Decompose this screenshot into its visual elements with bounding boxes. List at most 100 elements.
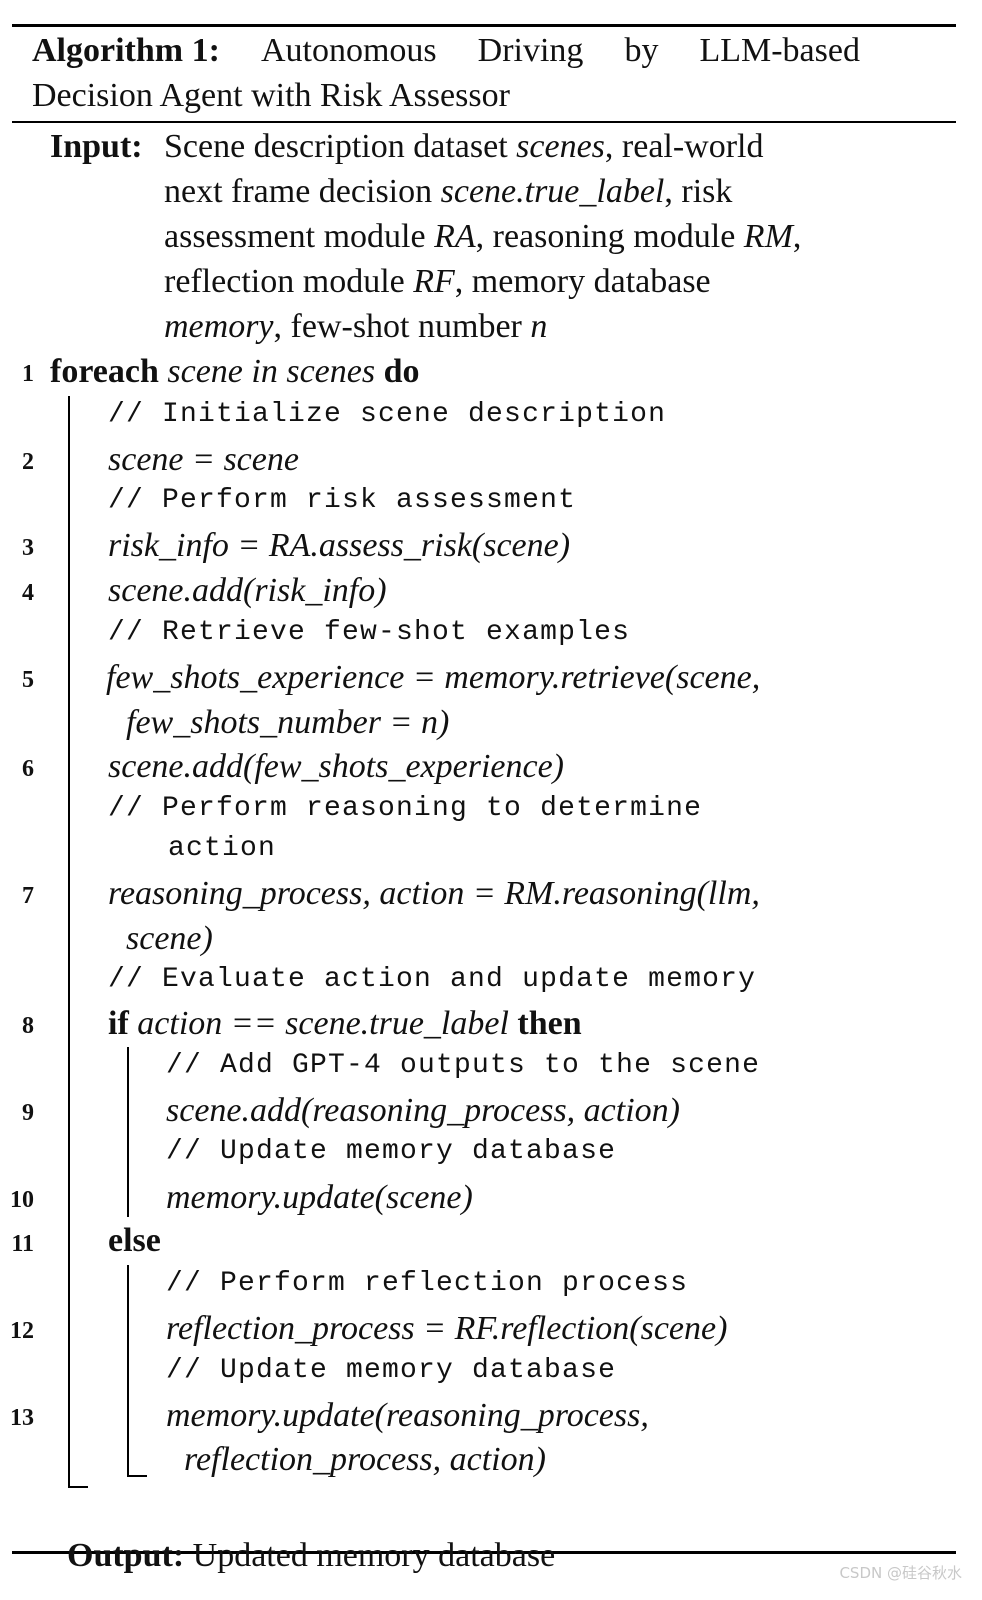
line-number: 10 <box>10 1187 34 1213</box>
top-rule <box>12 24 956 27</box>
title-line-2: Decision Agent with Risk Assessor <box>32 77 510 114</box>
step-7: reasoning_process, action = RM.reasoning… <box>108 877 760 911</box>
input-line: reflection module RF, memory database <box>164 265 711 299</box>
text-segment: assessment module <box>164 218 435 255</box>
text-segment: reflection module <box>164 263 414 300</box>
output-label: Output: <box>67 1537 185 1574</box>
foreach-block-line <box>68 396 70 1488</box>
text-segment: else <box>108 1222 161 1259</box>
text-segment: reasoning_process, action = RM.reasoning… <box>108 875 760 912</box>
text-segment: memory.update(reasoning_process, <box>166 1397 649 1434</box>
text-segment: , memory database <box>454 263 711 300</box>
step-foreach: foreach scene in scenes do <box>50 355 420 389</box>
comment: // Evaluate action and update memory <box>108 964 757 995</box>
input-line: next frame decision scene.true_label, ri… <box>164 175 732 209</box>
line-number: 3 <box>22 535 34 561</box>
text-segment: , <box>792 218 802 255</box>
text-segment: action == scene.true_label <box>137 1005 509 1042</box>
text-segment: few_shots_experience = memory.retrieve(s… <box>106 659 761 696</box>
text-segment: foreach <box>50 353 159 390</box>
comment: // Update memory database <box>166 1355 617 1386</box>
step-5-cont: few_shots_number = n) <box>126 706 449 740</box>
line-number: 6 <box>22 756 34 782</box>
text-segment: memory <box>164 308 274 345</box>
algorithm-title: Algorithm 1: Autonomous Driving by LLM-b… <box>32 28 860 118</box>
title-word: Autonomous <box>260 32 437 69</box>
text-segment: if <box>108 1005 129 1042</box>
step-13-cont: reflection_process, action) <box>184 1443 546 1477</box>
text-segment: scene.true_label <box>440 173 665 210</box>
text-segment: scene = scene <box>108 441 299 478</box>
text-segment: , risk <box>664 173 733 210</box>
line-number: 12 <box>10 1318 34 1344</box>
line-number: 5 <box>22 667 34 693</box>
else-block-line <box>127 1265 129 1477</box>
comment: // Perform reasoning to determine <box>108 793 703 824</box>
watermark: CSDN @硅谷秋水 <box>839 1564 962 1582</box>
text-segment: risk_info = RA.assess_risk(scene) <box>108 527 571 564</box>
text-segment: RA <box>434 218 476 255</box>
output-line: Output: Updated memory database <box>50 1505 555 1573</box>
step-6: scene.add(few_shots_experience) <box>108 750 564 784</box>
bottom-rule <box>12 1551 956 1554</box>
line-number: 13 <box>10 1405 34 1431</box>
comment: // Initialize scene description <box>108 399 667 430</box>
step-9: scene.add(reasoning_process, action) <box>166 1094 680 1128</box>
comment: // Retrieve few-shot examples <box>108 617 631 648</box>
text-segment: , few-shot number <box>273 308 531 345</box>
text-segment: reflection_process = RF.reflection(scene… <box>166 1310 728 1347</box>
input-label: Input: <box>50 128 143 165</box>
step-10: memory.update(scene) <box>166 1181 473 1215</box>
text-segment: RF <box>413 263 455 300</box>
title-word: by <box>624 32 659 69</box>
input-line: memory, few-shot number n <box>164 310 547 344</box>
text-segment: scene.add(risk_info) <box>108 572 387 609</box>
foreach-block-end <box>68 1486 88 1488</box>
step-4: scene.add(risk_info) <box>108 574 387 608</box>
text-segment: then <box>517 1005 582 1042</box>
step-3: risk_info = RA.assess_risk(scene) <box>108 529 570 563</box>
text-segment: few_shots_number = n) <box>126 704 450 741</box>
text-segment: scene) <box>126 920 213 957</box>
text-segment: do <box>383 353 420 390</box>
title-word: LLM-based <box>699 32 860 69</box>
step-12: reflection_process = RF.reflection(scene… <box>166 1312 727 1346</box>
step-5: few_shots_experience = memory.retrieve(s… <box>106 661 760 695</box>
comment: // Add GPT-4 outputs to the scene <box>166 1050 761 1081</box>
text-segment: reflection_process, action) <box>184 1441 546 1478</box>
text-segment: Scene description dataset <box>164 128 517 165</box>
text-segment: scene in scenes <box>167 353 376 390</box>
title-line-1: Algorithm 1: Autonomous Driving by LLM-b… <box>32 28 860 73</box>
text-segment: scene.add(few_shots_experience) <box>108 748 564 785</box>
text-segment: next frame decision <box>164 173 441 210</box>
comment: // Update memory database <box>166 1136 617 1167</box>
line-number: 8 <box>22 1013 34 1039</box>
text-segment: , reasoning module <box>475 218 744 255</box>
text-segment: , real-world <box>604 128 764 165</box>
text-segment: n <box>530 308 548 345</box>
algorithm-label: Algorithm 1: <box>32 32 220 69</box>
line-number: 11 <box>11 1231 34 1257</box>
input-line: assessment module RA, reasoning module R… <box>164 220 801 254</box>
line-number: 2 <box>22 449 34 475</box>
line-number: 1 <box>22 361 34 387</box>
step-7-cont: scene) <box>126 922 213 956</box>
text-segment: RM <box>743 218 793 255</box>
comment-cont: action <box>168 833 277 864</box>
text-segment <box>129 1005 138 1042</box>
output-text: Updated memory database <box>192 1537 556 1574</box>
step-if: if action == scene.true_label then <box>108 1007 582 1041</box>
text-segment <box>375 353 384 390</box>
line-number: 9 <box>22 1100 34 1126</box>
else-block-end <box>127 1475 147 1477</box>
comment: // Perform reflection process <box>166 1268 689 1299</box>
step-2: scene = scene <box>108 443 299 477</box>
step-13: memory.update(reasoning_process, <box>166 1399 649 1433</box>
comment: // Perform risk assessment <box>108 485 577 516</box>
input-line: Scene description dataset scenes, real-w… <box>164 130 764 164</box>
text-segment: scenes <box>516 128 605 165</box>
title-rule <box>12 121 956 123</box>
if-block-line <box>127 1047 129 1217</box>
line-number: 4 <box>22 580 34 606</box>
line-number: 7 <box>22 883 34 909</box>
